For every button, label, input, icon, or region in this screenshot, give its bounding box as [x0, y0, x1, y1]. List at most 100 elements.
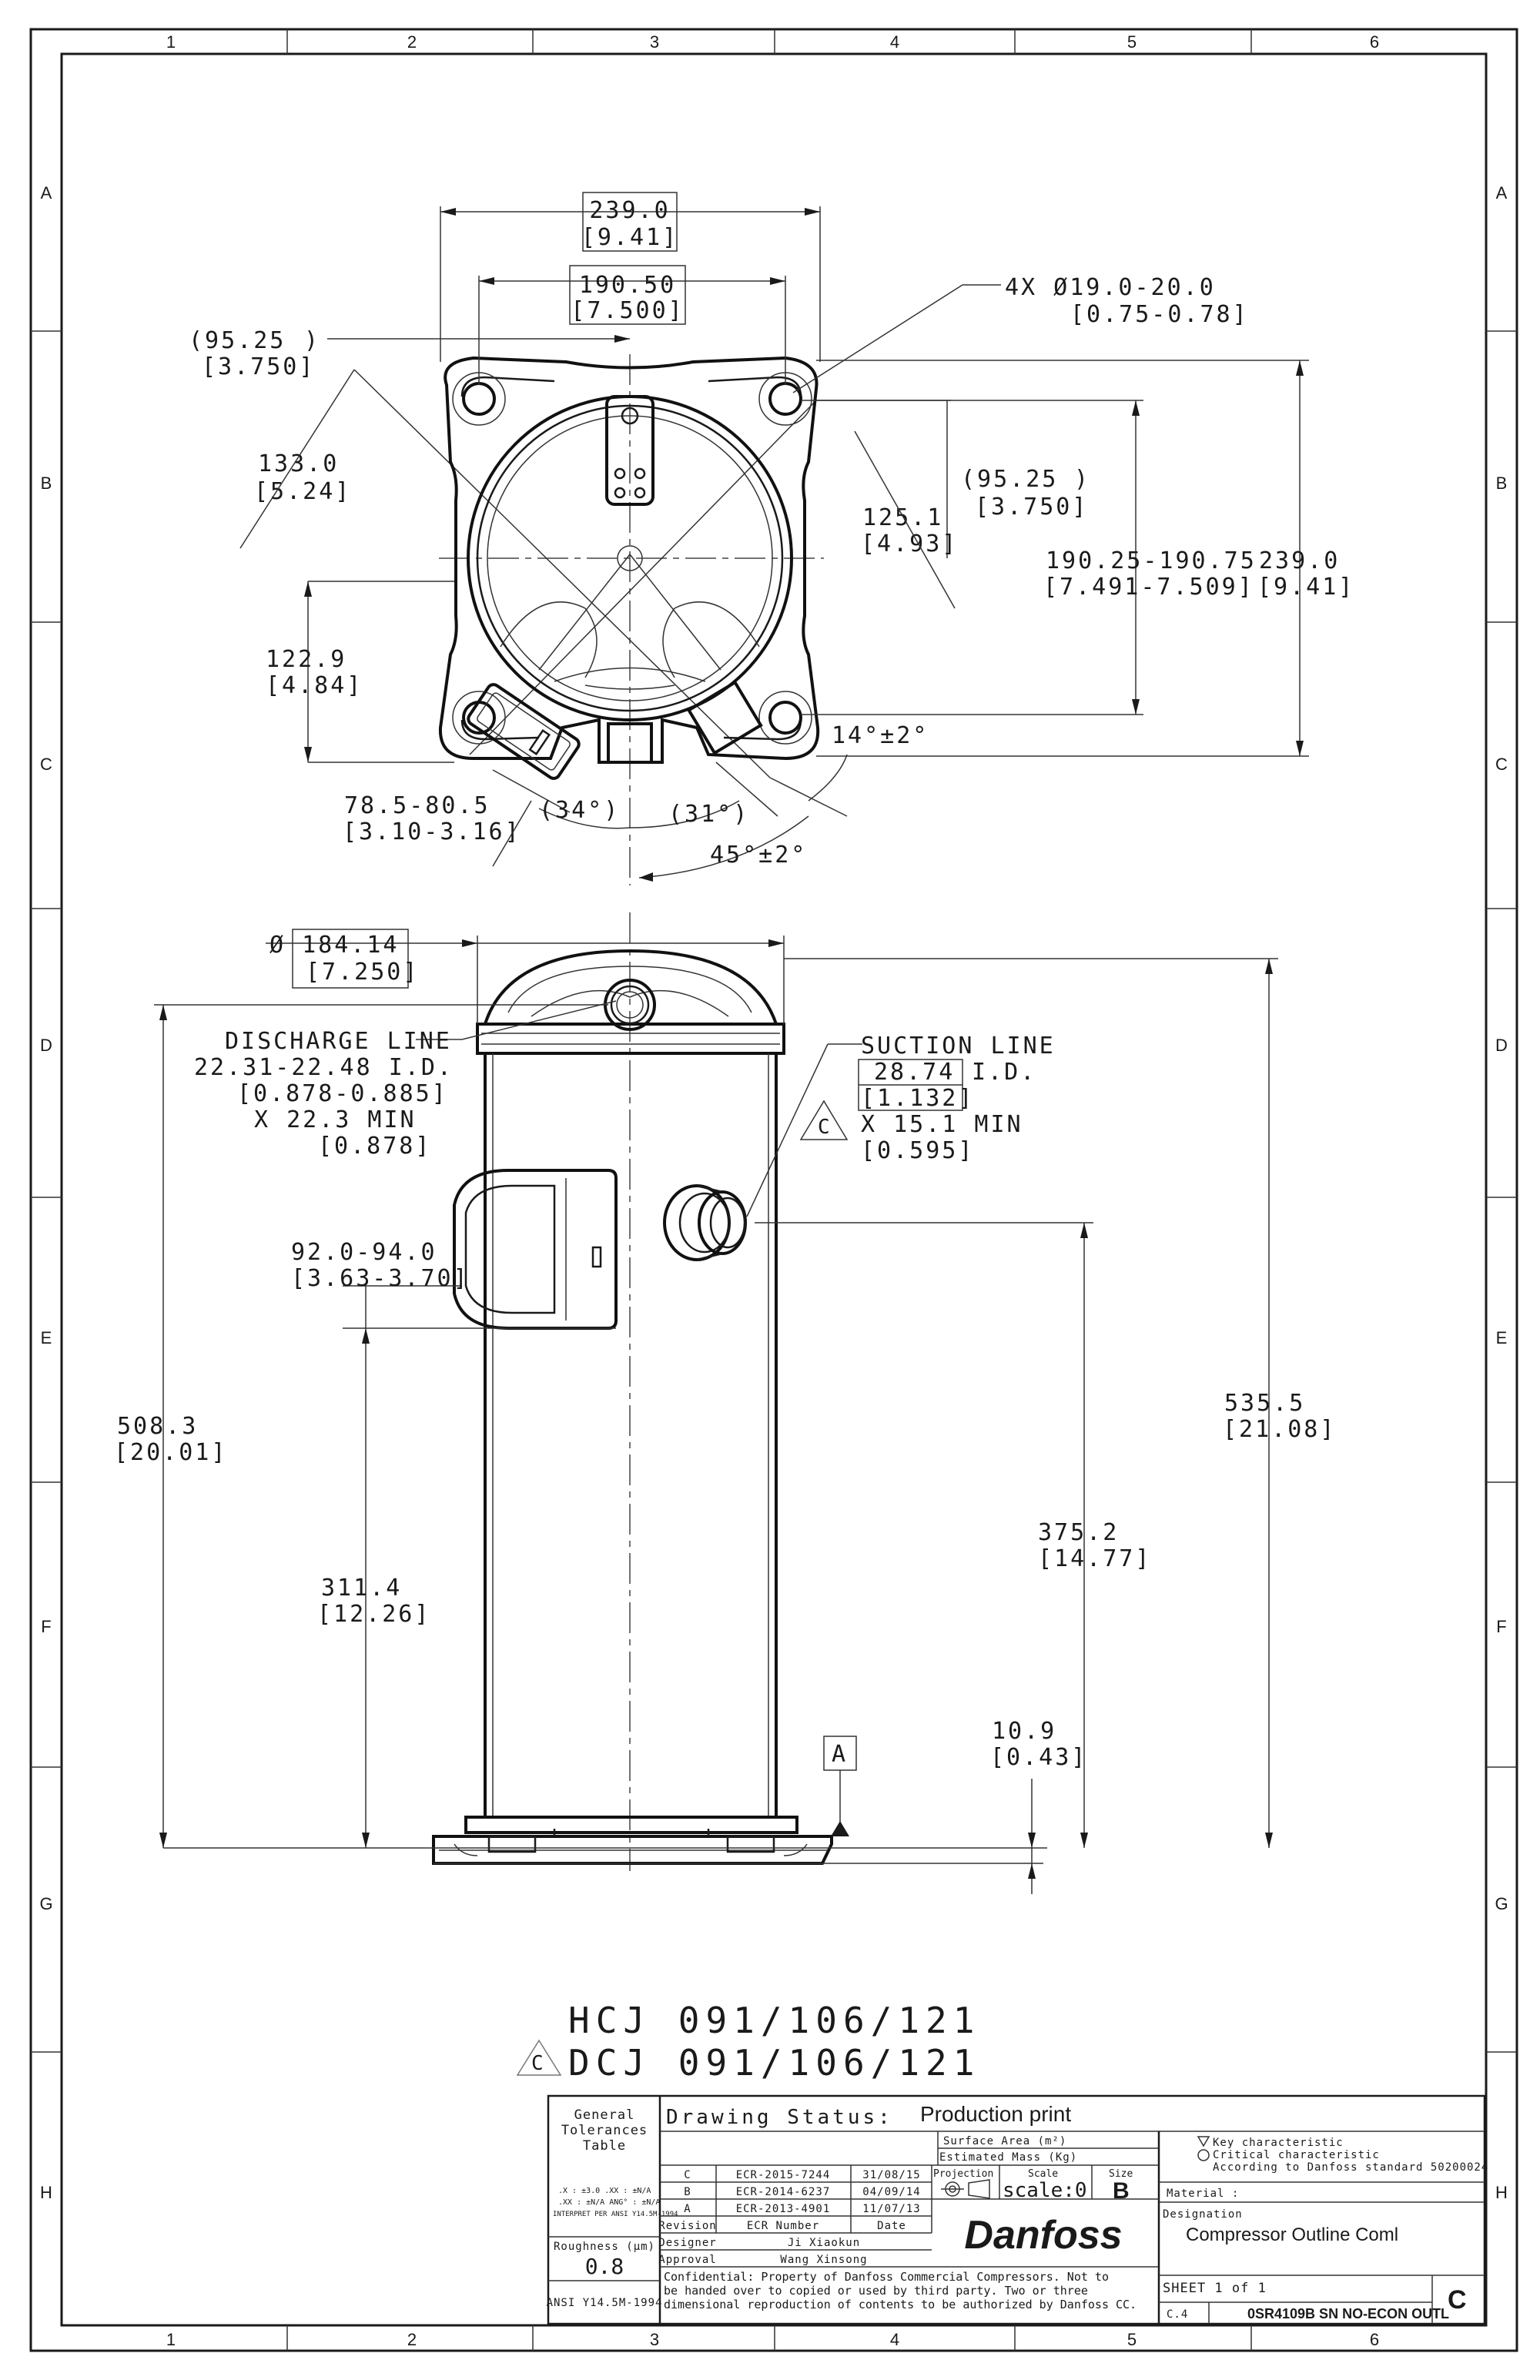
row-label: G [1495, 1894, 1508, 1913]
discharge-id-in: [0.878-0.885] [237, 1080, 448, 1107]
suction-fitting [663, 1184, 747, 1261]
dim-r133-in: [5.24] [254, 478, 351, 505]
roughness-label: Roughness (µm) [554, 2241, 655, 2253]
column-label: 4 [890, 32, 899, 52]
c4-label: C.4 [1167, 2308, 1188, 2321]
row-label: D [40, 1036, 52, 1055]
dim-h10-in: [0.43] [990, 1744, 1087, 1771]
column-label: 6 [1370, 32, 1379, 52]
material-label: Material : [1167, 2188, 1239, 2200]
rev-c-ecr: ECR-2015-7244 [736, 2169, 831, 2181]
projection-symbol-icon [941, 2179, 990, 2199]
column-label: 6 [1370, 2330, 1379, 2349]
dim-h311-in: [12.26] [317, 1601, 430, 1628]
critical-char-icon [1197, 2149, 1210, 2161]
tol-row-3: INTERPRET PER ANSI Y14.5M-1994 [553, 2211, 678, 2218]
projection-label: Projection [933, 2168, 993, 2180]
approval-value: Wang Xinsong [780, 2254, 867, 2266]
dim-h535-in: [21.08] [1223, 1416, 1336, 1443]
base-side [432, 1816, 833, 1865]
row-label: F [1496, 1617, 1506, 1636]
dim-box-height-in: [3.63-3.70] [291, 1265, 470, 1292]
tol-row-1: .X : ±3.0 .XX : ±N/A [558, 2187, 651, 2195]
row-label: G [39, 1894, 52, 1913]
column-label: 3 [650, 32, 659, 52]
column-label: 3 [650, 2330, 659, 2349]
gen-tol-1: General [574, 2107, 635, 2123]
dim-h311: 311.4 [321, 1575, 402, 1602]
discharge-id: 22.31-22.48 I.D. [194, 1054, 454, 1081]
dim-r133: 133.0 [258, 450, 339, 477]
dim-overall-height-in: [9.41] [1257, 574, 1354, 601]
rev-a-date: 11/07/13 [862, 2203, 920, 2215]
dim-angle45: 45°±2° [710, 842, 807, 869]
dim-a34: (34°) [539, 797, 620, 824]
key-characteristic: Key characteristic [1213, 2137, 1344, 2149]
sheet-number: SHEET 1 of 1 [1163, 2281, 1267, 2296]
designer-label: Designer [658, 2237, 716, 2249]
column-label: 5 [1127, 32, 1137, 52]
dim-angle14: 14°±2° [832, 722, 929, 749]
column-label: 1 [166, 2330, 176, 2349]
critical-characteristic-2: According to Danfoss standard 50200024 [1213, 2161, 1488, 2174]
suction-stub [686, 680, 763, 755]
confidential-2: be handed over to copied or used by thir… [664, 2284, 1088, 2298]
dim-half-left-in: [3.750] [202, 353, 315, 380]
model-revision-triangle [516, 2039, 562, 2076]
dim-diameter: Ø 184.14 [270, 932, 400, 959]
row-label: A [1496, 183, 1508, 203]
dim-half-left-close: ) [304, 327, 320, 354]
scale-value: scale:0 [1003, 2179, 1087, 2202]
column-label: 5 [1127, 2330, 1137, 2349]
dim-box-height: 92.0-94.0 [291, 1239, 437, 1266]
rev-c-letter: C [684, 2169, 691, 2181]
dim-holes: 4X Ø19.0-20.0 [1005, 274, 1216, 301]
confidential-1: Confidential: Property of Danfoss Commer… [664, 2270, 1109, 2284]
ansi-standard: ANSI Y14.5M-1994 [547, 2297, 663, 2309]
row-label: H [40, 2183, 52, 2202]
approval-label: Approval [658, 2254, 716, 2266]
dim-r122-in: [4.84] [266, 672, 363, 699]
rev-b-letter: B [684, 2186, 691, 2198]
discharge-depth-in: [0.878] [318, 1133, 431, 1160]
dim-r78-in: [3.10-3.16] [343, 818, 521, 845]
dim-bolt-spacing-v: 190.25-190.75 [1046, 547, 1257, 574]
row-label: B [41, 474, 52, 493]
column-label: 2 [407, 32, 417, 52]
designation-value: Compressor Outline Coml [1186, 2224, 1398, 2245]
dim-a31: (31°) [668, 801, 749, 828]
row-label: E [1496, 1328, 1508, 1347]
title-block: General Tolerances Table .X : ±3.0 .XX :… [547, 2094, 1488, 2325]
revision-triangle-label: C [818, 1116, 832, 1139]
dome [483, 949, 778, 1026]
dim-h375-in: [14.77] [1038, 1545, 1151, 1572]
dim-r78: 78.5-80.5 [344, 792, 490, 819]
row-label: B [1496, 474, 1508, 493]
designer-value: Ji Xiaokun [788, 2237, 860, 2249]
column-label: 4 [890, 2330, 899, 2349]
rev-a-letter: A [684, 2203, 691, 2215]
surface-area: Surface Area (m²) [943, 2135, 1066, 2147]
roughness-value: 0.8 [585, 2254, 624, 2279]
designation-label: Designation [1163, 2208, 1243, 2221]
rev-header: Revision [658, 2220, 716, 2232]
row-label: A [41, 183, 52, 203]
row-label: E [41, 1328, 52, 1347]
critical-characteristic: Critical characteristic [1213, 2149, 1380, 2161]
model-names: HCJ 091/106/121 DCJ 091/106/121 C [516, 2000, 974, 2084]
danfoss-logo: Danfoss [964, 2213, 1122, 2258]
dim-bolt-spacing-v-in: [7.491-7.509] [1043, 574, 1254, 601]
dim-holes-in: [0.75-0.78] [1070, 301, 1249, 328]
column-label: 1 [166, 32, 176, 52]
dim-h10: 10.9 [992, 1718, 1056, 1745]
dim-h535: 535.5 [1224, 1390, 1305, 1417]
suction-id-val: 28.74 [874, 1059, 955, 1086]
suction-title: SUCTION LINE [861, 1033, 1056, 1059]
base-plate [438, 356, 820, 764]
model-revision-mark: C [531, 2052, 545, 2075]
suction-id-in: [1.132] [861, 1085, 974, 1112]
suction-depth: X 15.1 MIN [861, 1111, 1023, 1138]
drawing-number: 0SR4109B SN NO-ECON OUTL [1247, 2306, 1449, 2321]
drawing-status-label: Drawing Status: [666, 2106, 893, 2129]
